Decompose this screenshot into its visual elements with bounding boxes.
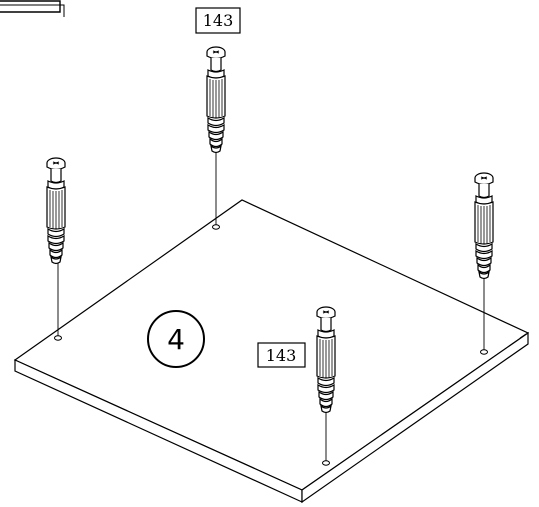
insertion-guide-lines (57, 152, 485, 461)
hole-back (212, 224, 220, 230)
hole-front (322, 460, 330, 466)
part-label-top-text: 143 (203, 11, 234, 30)
step-number-badge: 4 (147, 310, 205, 368)
part-label-front: 143 (257, 342, 306, 368)
part-label-front-text: 143 (266, 346, 297, 365)
step-number-text: 4 (167, 323, 185, 356)
hole-left (54, 335, 62, 341)
cam-bolt-right (474, 172, 494, 280)
part-label-top: 143 (195, 7, 241, 34)
cam-bolt-back (206, 46, 226, 154)
previous-step-frame-corner (0, 0, 61, 13)
cam-bolt-left (46, 157, 66, 265)
hole-right (480, 349, 488, 355)
